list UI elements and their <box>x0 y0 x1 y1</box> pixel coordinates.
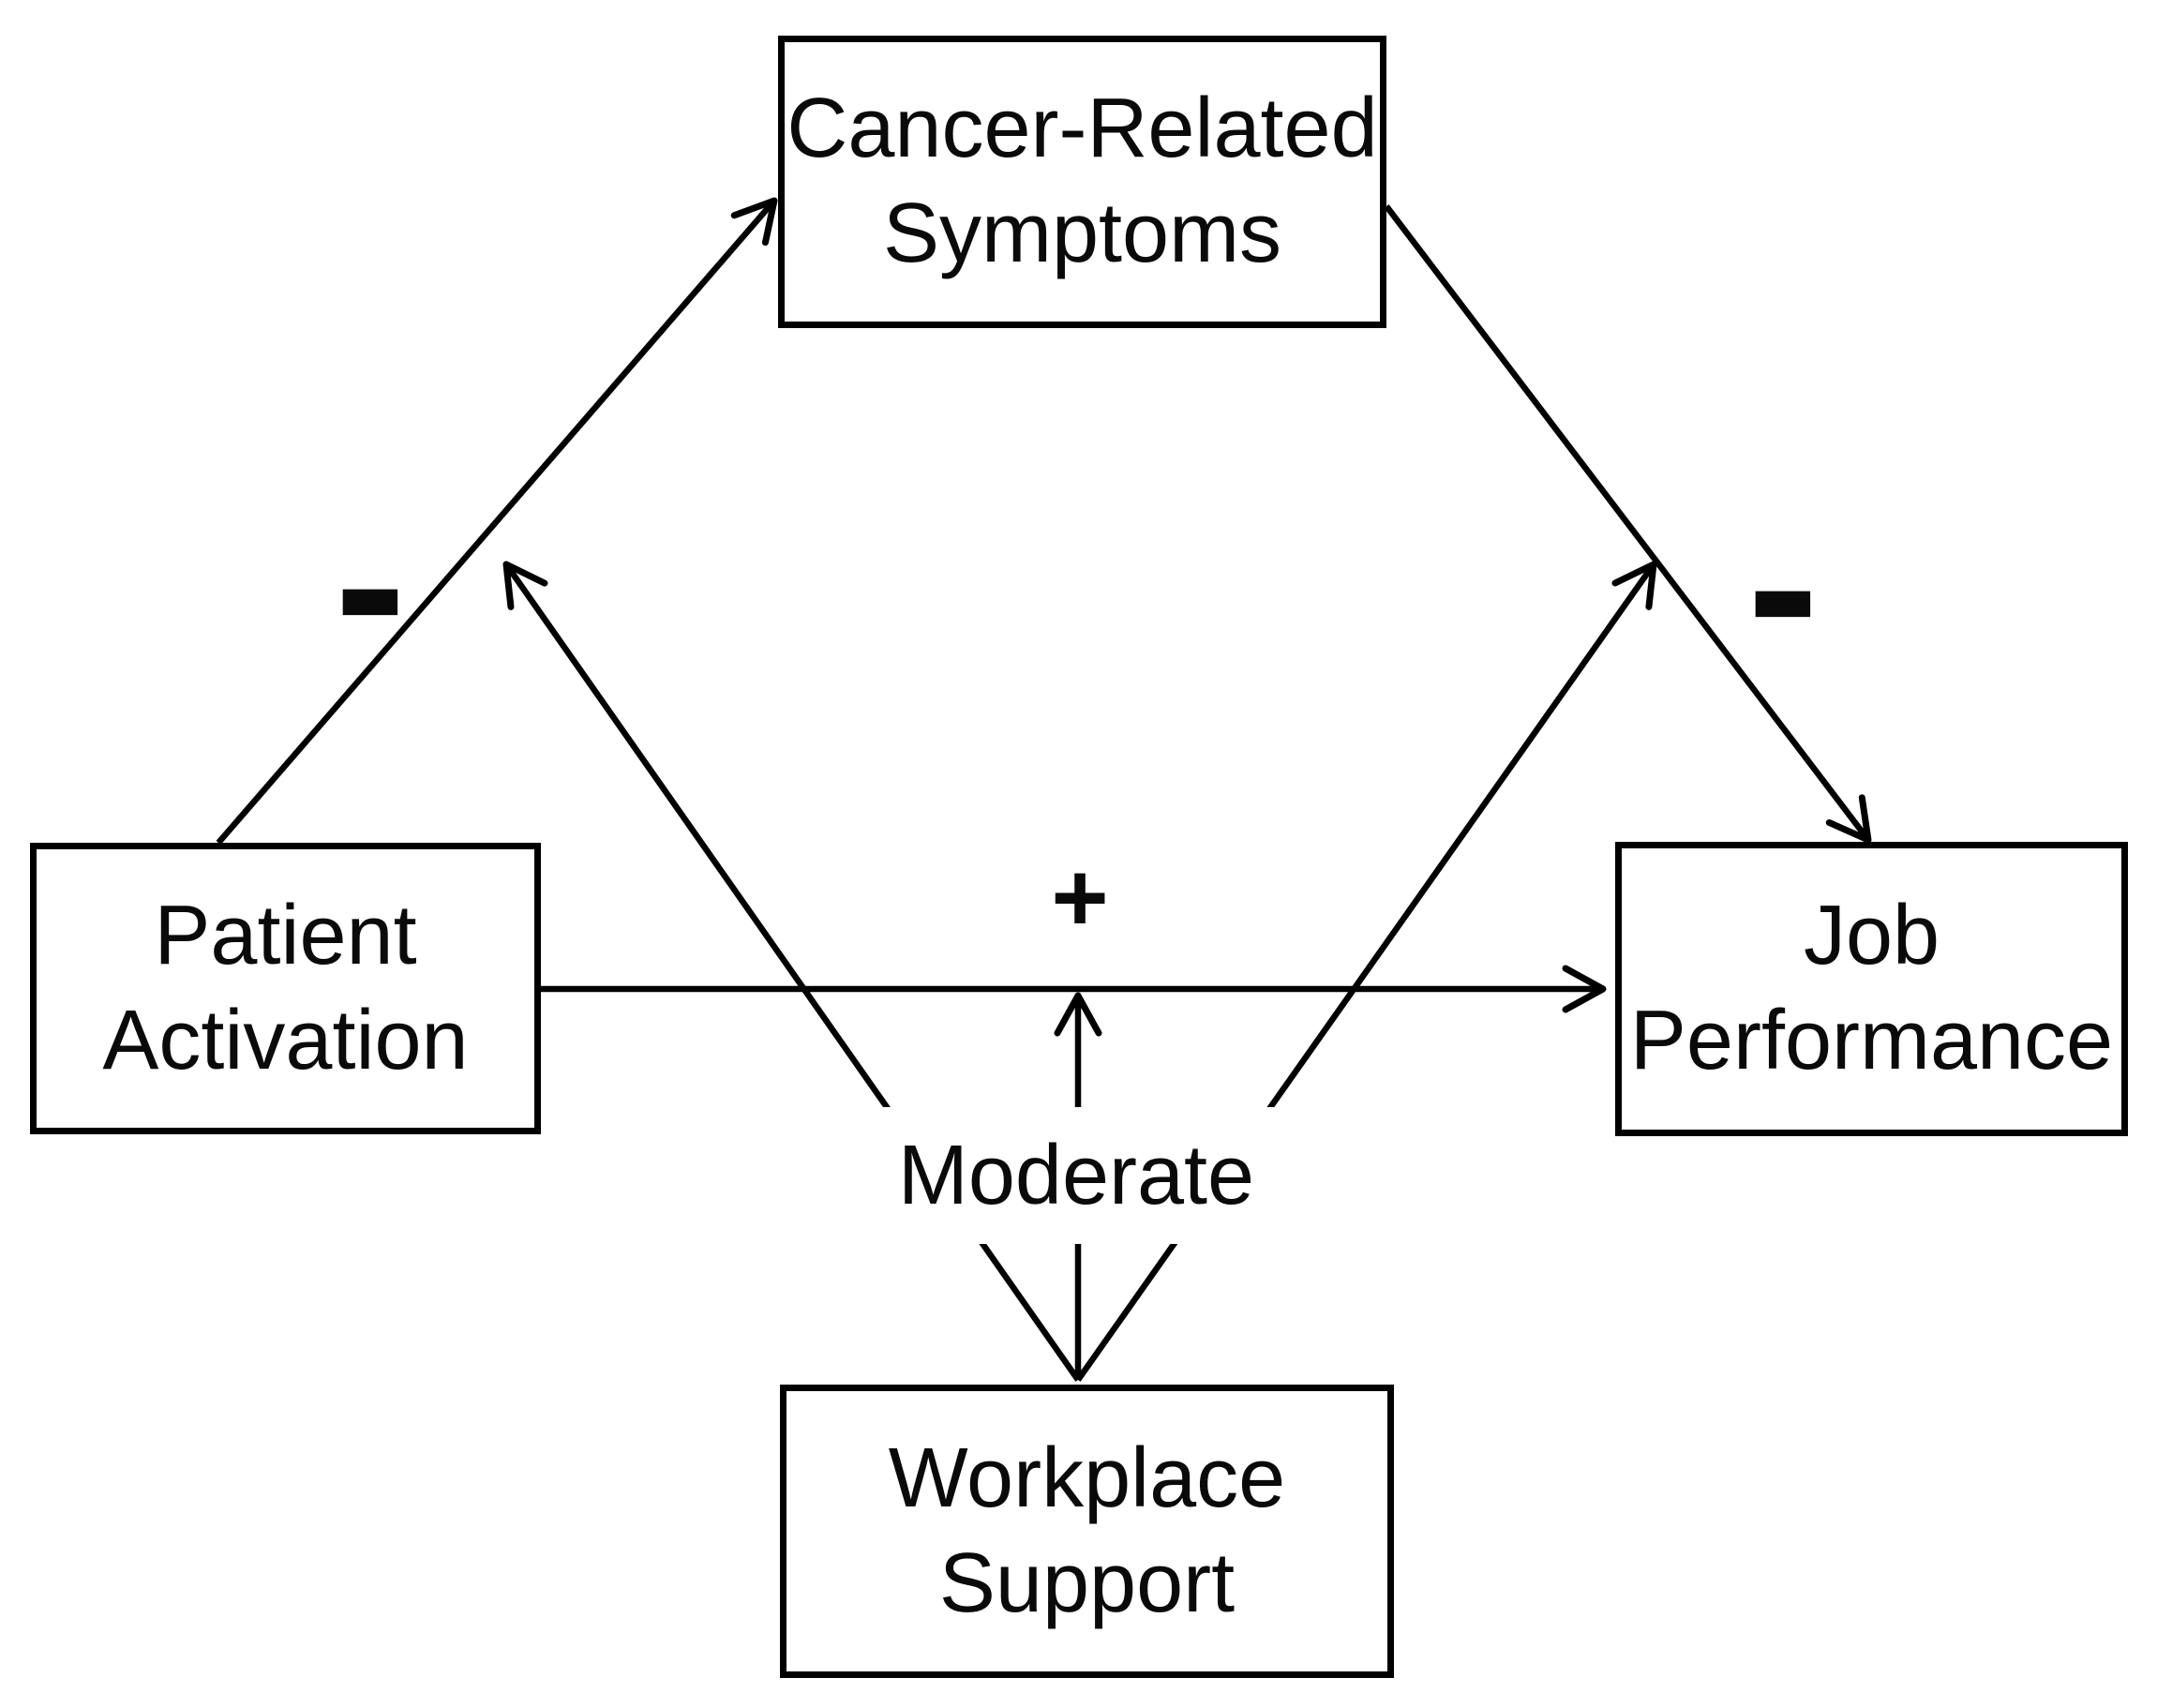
node-cancer-related-symptoms-label: Cancer-Related Symptoms <box>786 82 1378 280</box>
node-cancer-related-symptoms: Cancer-Related Symptoms <box>778 36 1386 328</box>
arrow-workplace-support-to-left-path <box>502 561 1081 1382</box>
node-patient-activation: Patient Activation <box>30 843 541 1134</box>
node-workplace-support-label: Workplace Support <box>888 1431 1286 1630</box>
arrow-workplace-support-to-right-path <box>1075 561 1657 1382</box>
node-workplace-support: Workplace Support <box>780 1385 1394 1678</box>
moderation-label: Moderate <box>861 1107 1291 1244</box>
negative-sign-left: - <box>334 463 407 704</box>
node-job-performance: Job Performance <box>1615 842 2128 1136</box>
node-patient-activation-label: Patient Activation <box>102 888 469 1087</box>
arrow-cancer-symptoms-to-job-performance <box>1384 204 1872 844</box>
arrow-patient-activation-to-cancer-symptoms <box>216 197 778 846</box>
negative-sign-right: - <box>1746 465 1820 706</box>
node-job-performance-label: Job Performance <box>1629 889 2114 1087</box>
positive-sign: + <box>1051 843 1109 953</box>
